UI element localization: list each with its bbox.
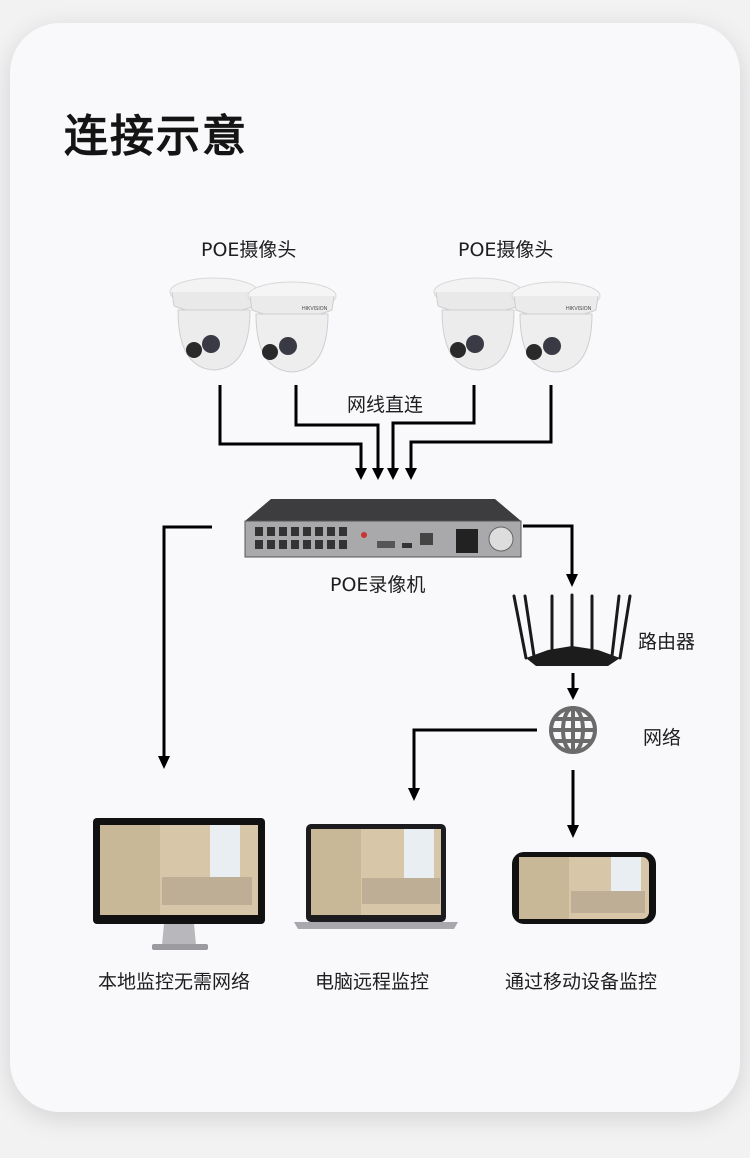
- laptop-icon: [294, 824, 458, 929]
- camera-pair-right: HIKVISION: [433, 277, 601, 373]
- pc-remote-label: 电脑远程监控: [315, 971, 430, 993]
- arrowhead: [405, 468, 417, 480]
- arrowhead: [355, 468, 367, 480]
- page-title: 连接示意: [64, 111, 248, 162]
- svg-text:HIKVISION: HIKVISION: [302, 306, 328, 312]
- wire-cam1-nvr: [218, 385, 363, 470]
- wire-cam3-nvr: [391, 385, 476, 470]
- wire-nvr-router: [523, 524, 574, 576]
- dome-camera-icon: HIKVISION: [511, 281, 601, 373]
- svg-text:HIKVISION: HIKVISION: [566, 306, 592, 312]
- arrowhead: [567, 688, 579, 700]
- nvr-label: POE录像机: [330, 574, 426, 596]
- smartphone-icon: [512, 852, 656, 924]
- camera-group-right-label: POE摄像头: [458, 239, 554, 261]
- network-label: 网络: [643, 727, 682, 749]
- camera-group-left-label: POE摄像头: [201, 239, 297, 261]
- desktop-monitor-icon: [93, 818, 265, 950]
- arrowhead: [387, 468, 399, 480]
- cable-label: 网线直连: [347, 394, 424, 416]
- globe-icon: [549, 706, 597, 754]
- router-label: 路由器: [638, 631, 696, 653]
- wire-cam2-nvr: [294, 385, 380, 470]
- wire-nvr-monitor: [162, 525, 212, 758]
- wire-network-laptop: [412, 728, 537, 790]
- router-icon: [512, 593, 632, 666]
- arrowhead: [566, 574, 578, 587]
- camera-pair-left: HIKVISION: [169, 277, 337, 373]
- nvr-icon: [244, 499, 522, 558]
- dome-camera-icon: HIKVISION: [247, 281, 337, 373]
- arrowhead: [372, 468, 384, 480]
- local-monitor-label: 本地监控无需网络: [98, 971, 251, 993]
- dome-camera-icon: [433, 277, 523, 371]
- arrowhead: [567, 825, 579, 838]
- diagram-card: [10, 23, 740, 1112]
- arrowhead: [158, 756, 170, 769]
- dome-camera-icon: [169, 277, 259, 371]
- wire-cam4-nvr: [409, 385, 553, 470]
- mobile-monitor-label: 通过移动设备监控: [505, 971, 658, 993]
- arrowhead: [408, 788, 420, 801]
